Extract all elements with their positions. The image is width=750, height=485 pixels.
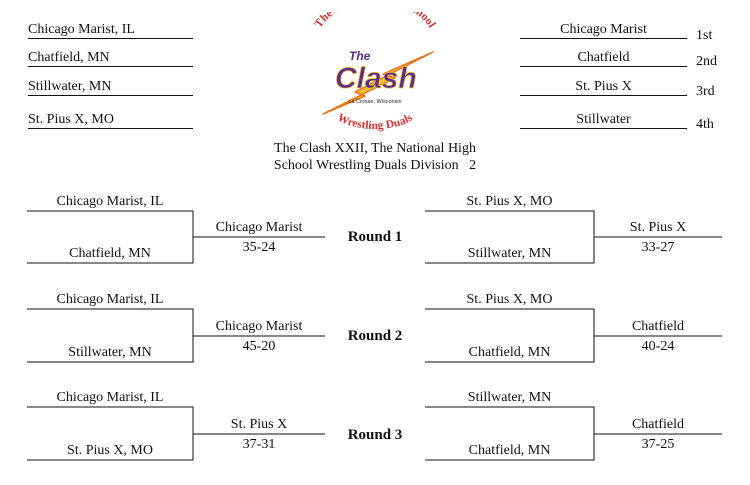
round-3-left-bottom-team: St. Pius X, MO: [67, 443, 153, 458]
seed-team-1: Chicago Marist, IL: [28, 22, 193, 39]
placing-rank-2: 2nd: [696, 54, 717, 69]
round-2-right-bottom-team: Chatfield, MN: [468, 345, 551, 360]
round-3-left-winner: St. Pius X: [230, 417, 288, 432]
lightning-bolt-icon: [322, 51, 434, 115]
round-2-left-score: 45-20: [242, 339, 276, 354]
round-2-left-bottom-team: Stillwater, MN: [68, 345, 152, 360]
round-1-right-winner: St. Pius X: [629, 220, 687, 235]
round-1-left-bottom-team: Chatfield, MN: [69, 246, 151, 261]
seed-team-3: Stillwater, MN: [28, 79, 193, 96]
logo-the-text: The: [349, 49, 371, 63]
round-3-right-score: 37-25: [641, 437, 675, 452]
round-1-left-top-team: Chicago Marist, IL: [56, 194, 164, 209]
seed-team-2: Chatfield, MN: [28, 50, 193, 67]
round-1-left-score: 35-24: [242, 240, 276, 255]
round-1-right-bottom-team: Stillwater, MN: [467, 246, 552, 261]
round-1-label: Round 1: [347, 229, 403, 245]
round-3-left-top-team: Chicago Marist, IL: [56, 390, 164, 405]
round-3-left-bracket: [27, 406, 325, 461]
round-2-left-winner: Chicago Marist: [215, 319, 303, 334]
caption-line-1: The Clash XXII, The National High: [274, 141, 476, 156]
placing-team-4: Stillwater: [520, 112, 687, 129]
clash-logo: The National High School The Clash La Cr…: [313, 12, 438, 132]
round-3-right-bottom-team: Chatfield, MN: [468, 443, 551, 458]
round-2-right-bracket: [425, 308, 722, 363]
round-1-left-winner: Chicago Marist: [215, 220, 303, 235]
round-3-right-bracket: [425, 406, 722, 461]
round-3-label: Round 3: [347, 427, 403, 443]
round-2-left-top-team: Chicago Marist, IL: [56, 292, 164, 307]
placing-team-3: St. Pius X: [520, 79, 687, 96]
round-1-right-bracket: [425, 210, 722, 264]
round-1-right-score: 33-27: [641, 240, 675, 255]
logo-name-text: Clash: [335, 62, 417, 95]
round-1-left-bracket: [27, 210, 325, 264]
round-2-right-score: 40-24: [641, 339, 675, 354]
logo-location-text: La Crosse, Wisconsin: [348, 99, 401, 105]
round-1-right-top-team: St. Pius X, MO: [466, 194, 553, 209]
round-2-right-top-team: St. Pius X, MO: [466, 292, 553, 307]
seed-team-4: St. Pius X, MO: [28, 112, 193, 129]
placing-rank-1: 1st: [696, 28, 713, 43]
round-3-right-winner: Chatfield: [631, 417, 685, 432]
placing-team-1: Chicago Marist: [520, 22, 687, 39]
round-2-label: Round 2: [347, 328, 403, 344]
placing-rank-4: 4th: [696, 117, 714, 132]
caption-line-2: School Wrestling Duals Division 2: [273, 158, 477, 173]
round-3-right-top-team: Stillwater, MN: [467, 390, 552, 405]
round-3-left-score: 37-31: [242, 437, 276, 452]
placing-rank-3: 3rd: [696, 84, 715, 99]
placing-team-2: Chatfield: [520, 50, 687, 67]
round-2-right-winner: Chatfield: [631, 319, 685, 334]
division-caption: The Clash XXII, The National High School…: [270, 140, 480, 174]
round-2-left-bracket: [27, 308, 325, 363]
